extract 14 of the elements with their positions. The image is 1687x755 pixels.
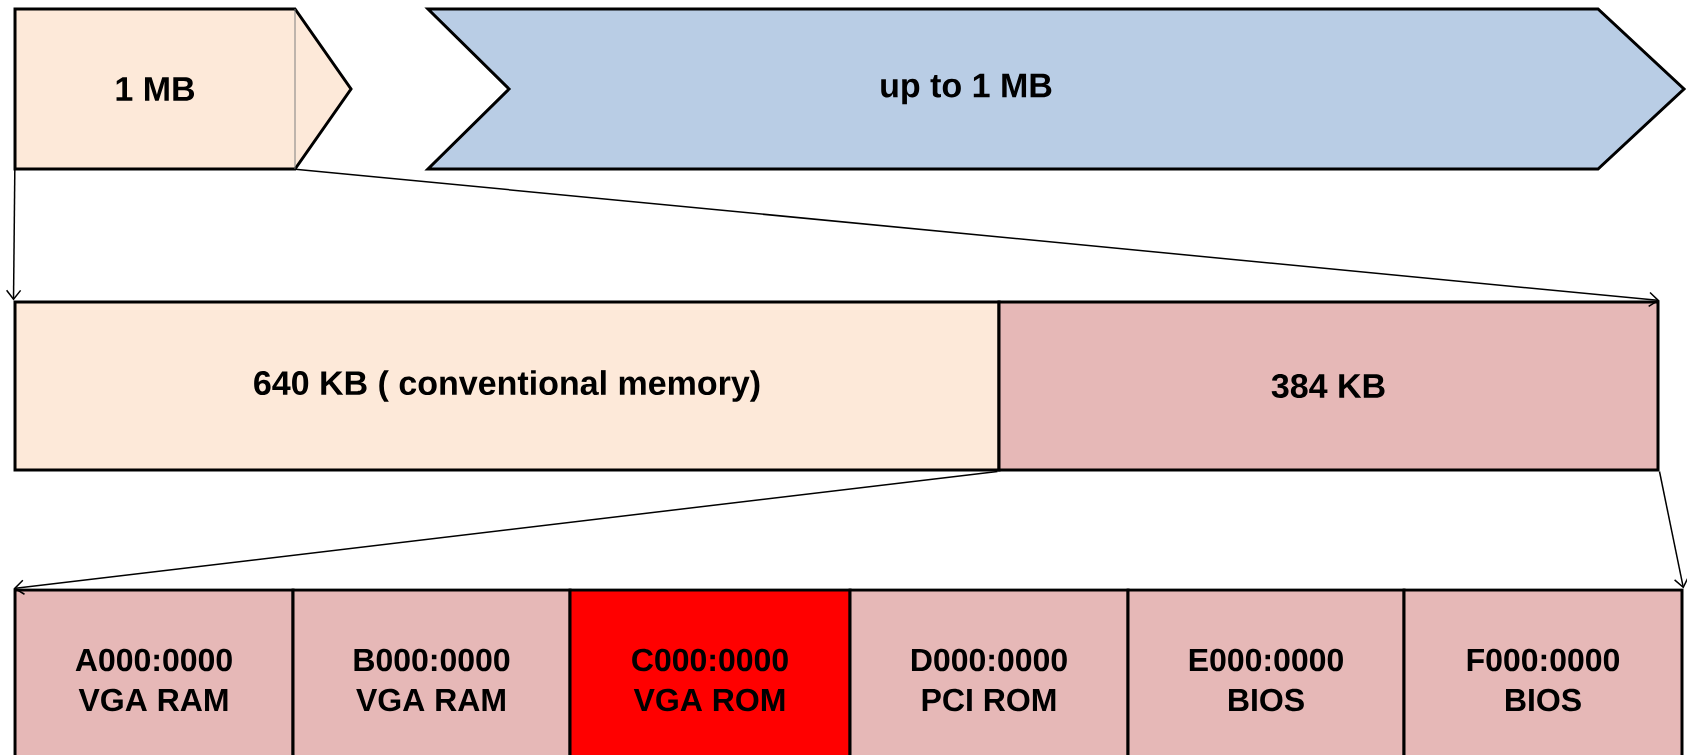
memory-block: F000:0000 BIOS [1402,588,1684,755]
zoom-arrow [13,470,999,595]
memory-block: B000:0000 VGA RAM [291,588,572,755]
zoom-arrow [294,168,1660,308]
memory-block: D000:0000 PCI ROM [848,588,1130,755]
memory-block: A000:0000 VGA RAM [13,588,295,755]
memory-block: E000:0000 BIOS [1126,588,1406,755]
memory-block: 384 KB [997,300,1660,472]
memory-block: 640 KB ( conventional memory) [13,300,1001,472]
zoom-arrow [1658,470,1687,589]
zoom-arrow [5,168,22,301]
memory-block: C000:0000 VGA ROM [568,588,852,755]
arrow-block: 1 MB [13,7,353,171]
chevron-block: up to 1 MB [424,7,1687,171]
